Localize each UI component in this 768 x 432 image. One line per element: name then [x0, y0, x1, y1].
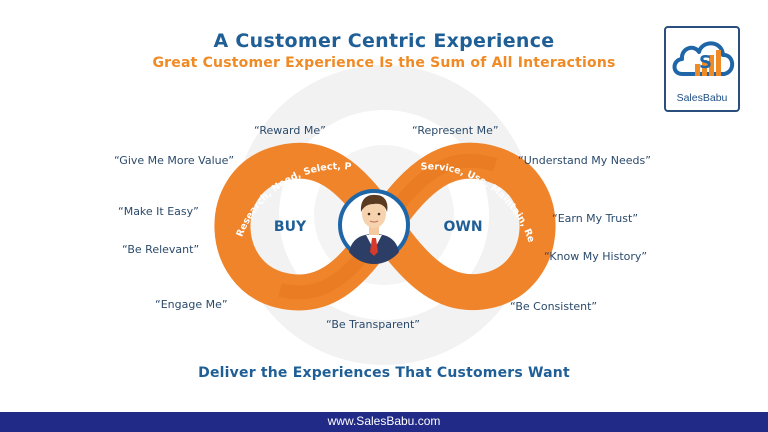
quote-represent-me: “Represent Me” [412, 124, 499, 137]
quote-be-relevant: “Be Relevant” [122, 243, 200, 256]
quote-engage-me: “Engage Me” [155, 298, 228, 311]
quote-earn-my-trust: “Earn My Trust” [552, 212, 639, 225]
footer-bar: www.SalesBabu.com [0, 412, 768, 432]
customer-avatar-icon [338, 189, 410, 265]
website-link[interactable]: www.SalesBabu.com [327, 414, 441, 428]
quote-be-consistent: “Be Consistent” [510, 300, 598, 313]
page-title: A Customer Centric Experience [213, 30, 555, 52]
right-arc-text: Service, Use, Maintain, Recommend [0, 0, 537, 244]
quote-know-my-history: “Know My History” [544, 250, 648, 263]
quote-be-transparent: “Be Transparent” [326, 318, 420, 331]
quote-understand-my-needs: “Understand My Needs” [518, 154, 651, 167]
quote-reward-me: “Reward Me” [254, 124, 326, 137]
cloud-chart-icon: S [672, 41, 735, 76]
logo-name: SalesBabu [676, 92, 728, 104]
left-arc-text: Research, Need, Select, Purchase [0, 0, 352, 239]
own-label: OWN [443, 219, 482, 235]
salesbabu-logo: S SalesBabu [664, 26, 740, 112]
quote-give-me-more-value: “Give Me More Value” [114, 154, 235, 167]
svg-text:S: S [699, 52, 712, 73]
quote-make-it-easy: “Make It Easy” [118, 205, 199, 218]
page-subtitle: Great Customer Experience Is the Sum of … [152, 55, 616, 71]
tagline: Deliver the Experiences That Customers W… [198, 365, 570, 381]
buy-label: BUY [274, 219, 307, 235]
